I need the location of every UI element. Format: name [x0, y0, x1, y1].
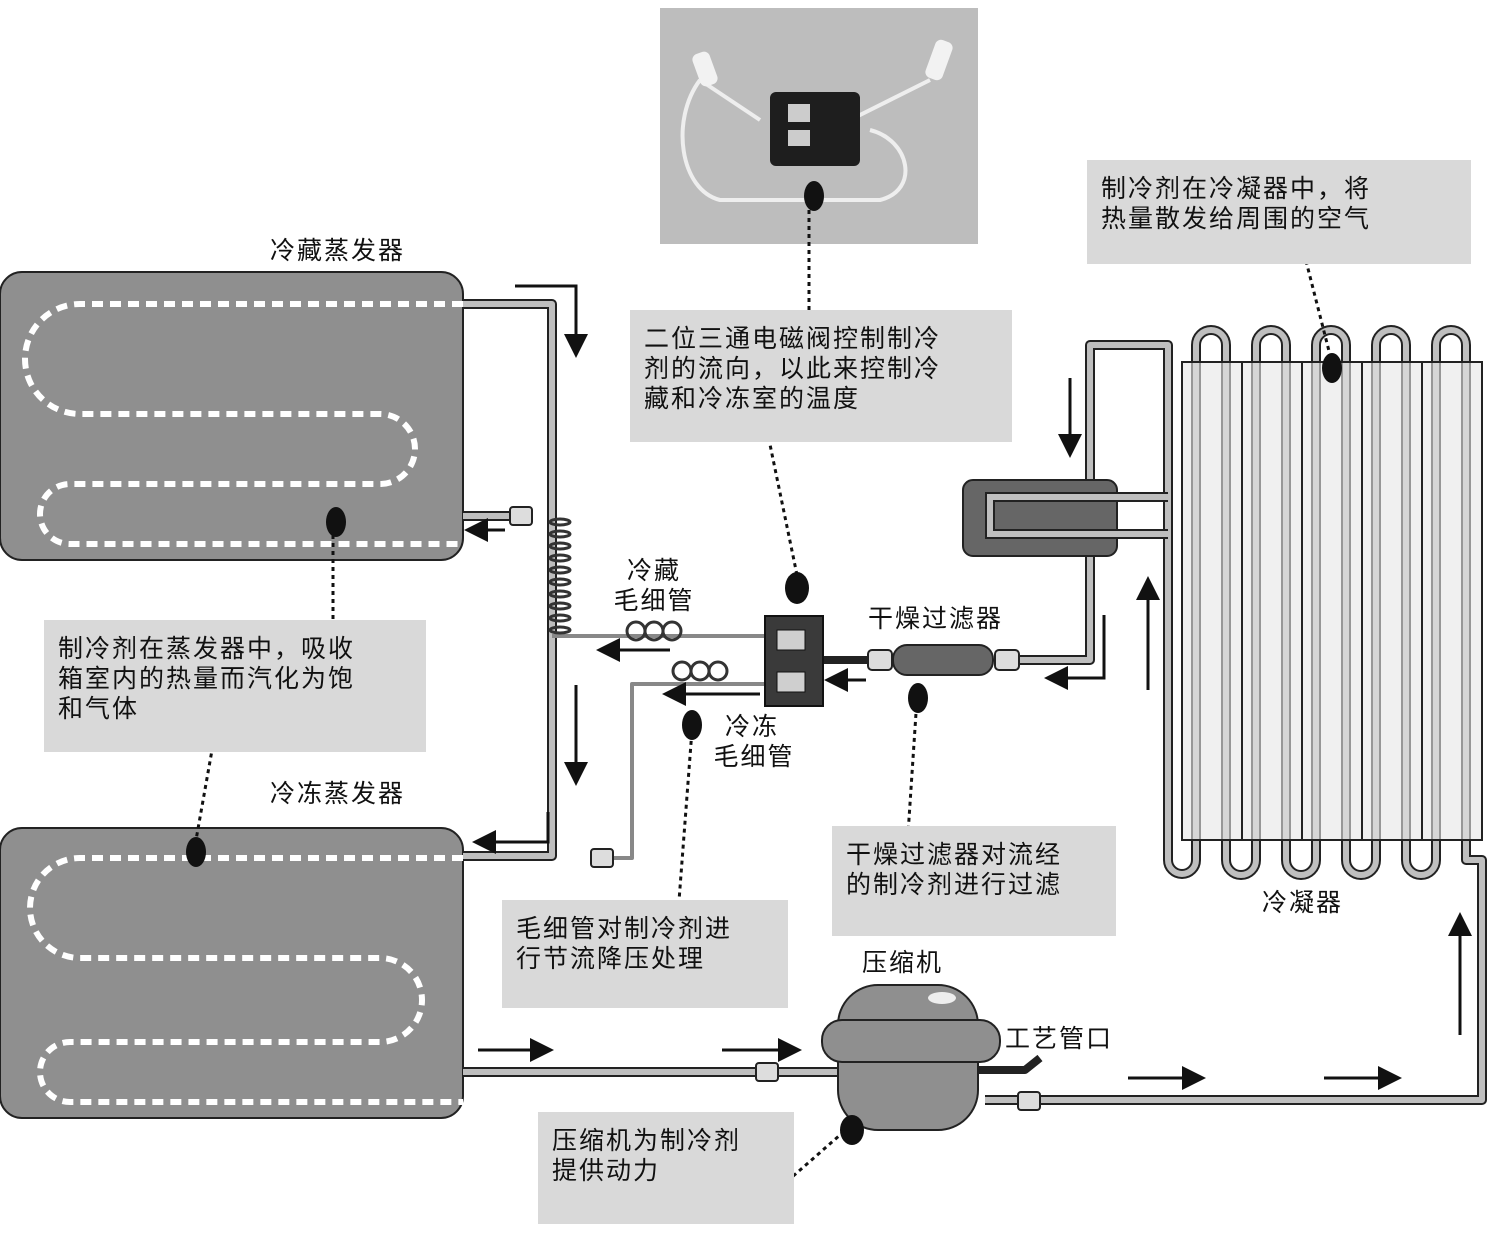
label-freezer-capillary-line1: 冷冻 [724, 712, 779, 741]
note-line: 二位三通电磁阀控制制冷 [644, 324, 942, 353]
label-fridge-capillary-line2: 毛细管 [613, 586, 695, 615]
label-freezer-evaporator: 冷冻蒸发器 [270, 779, 406, 808]
note-line: 压缩机为制冷剂 [552, 1126, 742, 1155]
note-compressor: 压缩机为制冷剂 提供动力 [538, 1112, 794, 1224]
note-line: 干燥过滤器对流经 [846, 840, 1063, 869]
note-capillary: 毛细管对制冷剂进 行节流降压处理 [502, 900, 788, 1008]
note-line: 制冷剂在蒸发器中，吸收 [58, 634, 356, 663]
note-evaporator: 制冷剂在蒸发器中，吸收 箱室内的热量而汽化为饱 和气体 [44, 620, 426, 752]
note-line: 的制冷剂进行过滤 [846, 870, 1063, 899]
label-drier-filter: 干燥过滤器 [868, 604, 1004, 633]
pipe-joints [509, 506, 1041, 1111]
label-fridge-evaporator: 冷藏蒸发器 [270, 236, 406, 265]
note-line: 制冷剂在冷凝器中，将 [1101, 174, 1372, 203]
label-process-port: 工艺管口 [1005, 1024, 1114, 1053]
anti-condensation-pipe-box [962, 479, 1168, 557]
flow-arrows [464, 284, 1472, 1090]
note-line: 藏和冷冻室的温度 [644, 384, 861, 413]
note-line: 热量散发给周围的空气 [1101, 204, 1372, 233]
label-fridge-capillary-line1: 冷藏 [626, 556, 681, 585]
capillary-loops [625, 620, 729, 682]
note-line: 和气体 [58, 694, 140, 723]
note-solenoid-valve: 二位三通电磁阀控制制冷 剂的流向，以此来控制冷 藏和冷冻室的温度 [630, 310, 1012, 442]
drier-filter [867, 644, 1020, 676]
note-drier-filter: 干燥过滤器对流经 的制冷剂进行过滤 [832, 826, 1116, 936]
note-line: 箱室内的热量而汽化为饱 [58, 664, 356, 693]
condenser [1181, 361, 1483, 841]
note-line: 提供动力 [552, 1156, 661, 1185]
note-line: 行节流降压处理 [516, 944, 706, 973]
note-line: 毛细管对制冷剂进 [516, 914, 733, 943]
label-condenser: 冷凝器 [1262, 888, 1344, 917]
label-compressor: 压缩机 [862, 948, 944, 977]
note-line: 剂的流向，以此来控制冷 [644, 354, 942, 383]
freezer-evaporator [0, 827, 464, 1119]
label-freezer-capillary-line2: 毛细管 [713, 742, 795, 771]
fridge-evaporator [0, 271, 464, 561]
heat-exchange-coil [548, 517, 572, 635]
note-condenser: 制冷剂在冷凝器中，将 热量散发给周围的空气 [1087, 160, 1471, 264]
compressor [821, 984, 1001, 1131]
solenoid-valve [764, 615, 824, 707]
pointer-icons [186, 181, 1342, 1145]
